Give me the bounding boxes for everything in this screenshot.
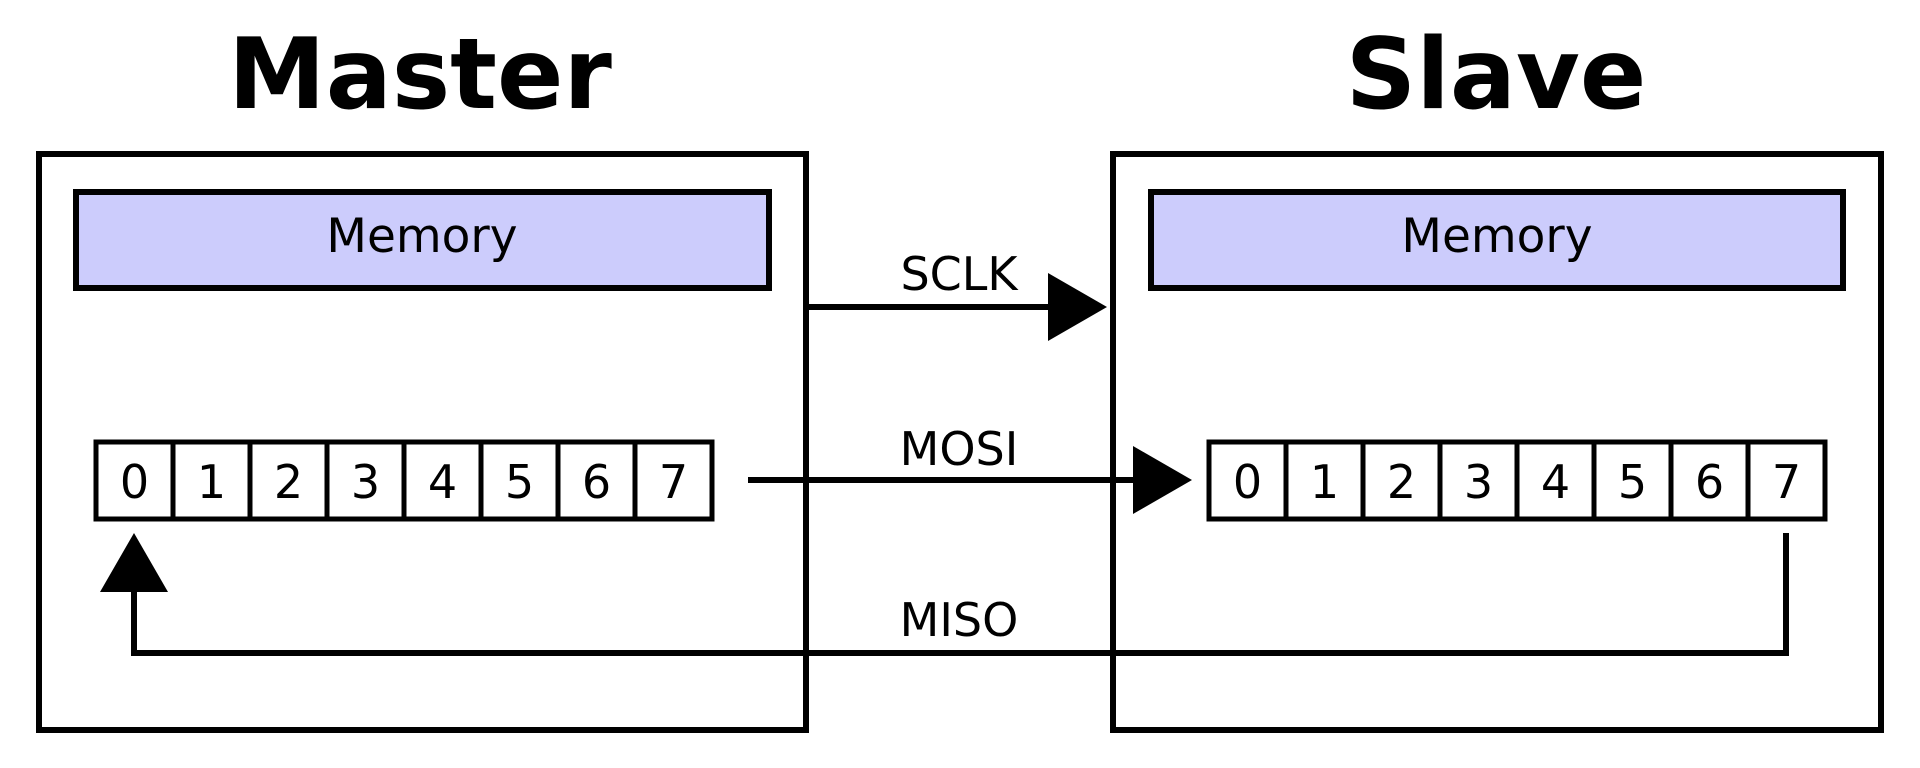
mosi-label: MOSI: [900, 422, 1019, 476]
miso-arrowhead: [100, 533, 168, 592]
mosi-arrowhead: [1133, 446, 1192, 514]
master-register-bit-label-5: 5: [505, 455, 534, 509]
slave-register-bit-label-6: 6: [1695, 455, 1724, 509]
slave-device-box: [1110, 151, 1884, 733]
master-register-bit-label-2: 2: [274, 455, 303, 509]
master-register-cell-1: [170, 439, 253, 522]
sclk-label: SCLK: [900, 247, 1019, 301]
master-register-bit-label-4: 4: [428, 455, 457, 509]
slave-register-bit-label-1: 1: [1310, 455, 1339, 509]
master-register-bit-label-1: 1: [197, 455, 226, 509]
slave-register-bit-label-3: 3: [1464, 455, 1493, 509]
master-memory-block: [73, 189, 772, 291]
master-device-box: [36, 151, 809, 733]
master-register-cell-7: [632, 439, 715, 522]
slave-memory-block: [1148, 189, 1846, 291]
master-register-cell-3: [324, 439, 407, 522]
slave-register-bit-label-7: 7: [1772, 455, 1801, 509]
master-register-bit-label-7: 7: [659, 455, 688, 509]
slave-register-bit-label-5: 5: [1618, 455, 1647, 509]
slave-memory-label: Memory: [1401, 209, 1592, 264]
master-title: Master: [228, 18, 612, 132]
master-register-bit-label-3: 3: [351, 455, 380, 509]
slave-register-bit-label-2: 2: [1387, 455, 1416, 509]
master-register-bit-label-6: 6: [582, 455, 611, 509]
miso-label: MISO: [900, 593, 1019, 647]
slave-register-bit-label-4: 4: [1541, 455, 1570, 509]
slave-register-cell-3: [1437, 439, 1520, 522]
sclk-arrowhead: [1048, 273, 1107, 341]
slave-register-cell-6: [1668, 439, 1751, 522]
miso-line: [131, 533, 1789, 656]
master-register-cell-4: [401, 439, 484, 522]
slave-title: Slave: [1346, 18, 1647, 132]
master-register-bit-label-0: 0: [120, 455, 149, 509]
slave-register-cell-7: [1745, 439, 1828, 522]
master-memory-label: Memory: [326, 209, 517, 264]
master-register-cell-2: [247, 439, 330, 522]
slave-register-bit-label-0: 0: [1233, 455, 1262, 509]
